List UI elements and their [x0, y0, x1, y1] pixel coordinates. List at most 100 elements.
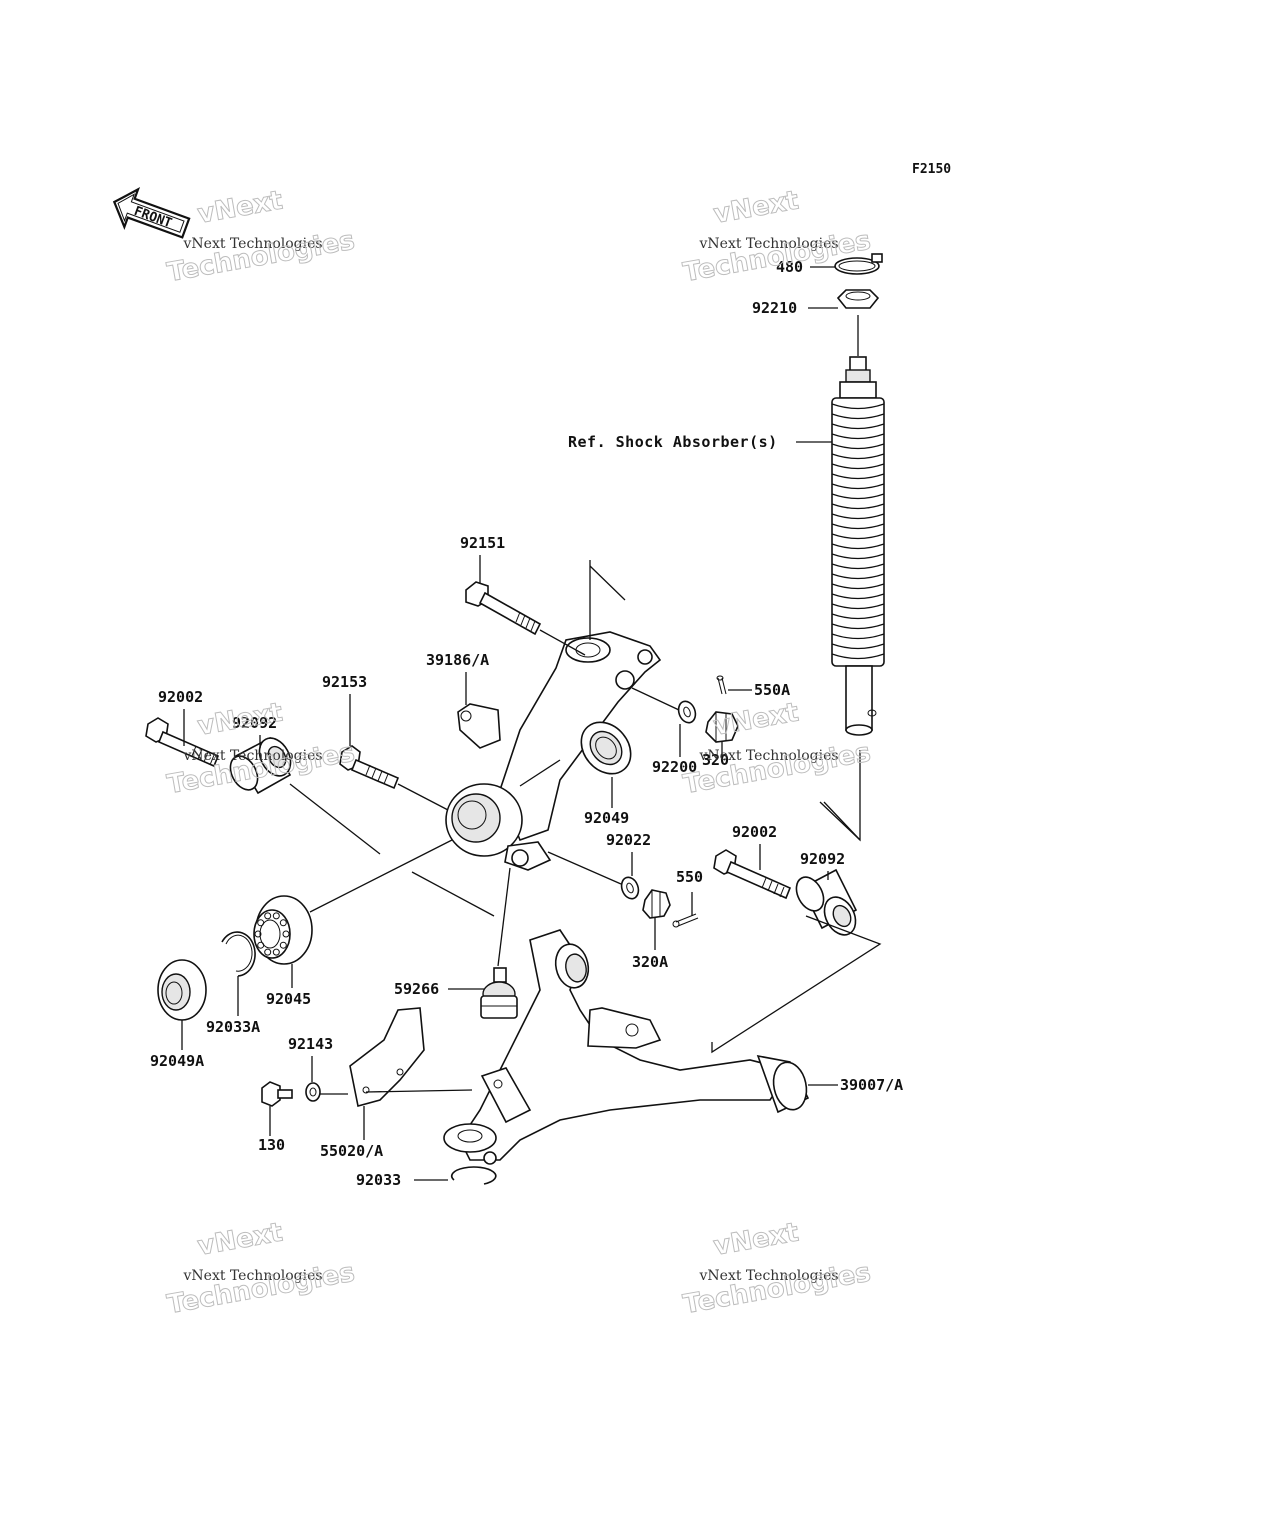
label-92092-right: 92092	[800, 850, 845, 880]
seal-92049A	[157, 959, 207, 1021]
spring-coil	[831, 573, 885, 580]
spring-coil	[831, 463, 885, 470]
bearing-ball	[257, 941, 265, 949]
svg-text:92002: 92002	[732, 823, 777, 841]
svg-text:vNext Technologies: vNext Technologies	[183, 236, 323, 252]
label-550: 550	[676, 868, 703, 886]
svg-text:55020/A: 55020/A	[320, 1142, 383, 1160]
label-92151: 92151	[460, 534, 505, 583]
bearing-ball	[254, 930, 262, 938]
bearing-92045	[253, 895, 313, 965]
label-92200: 92200	[652, 724, 697, 776]
svg-text:vNext Technologies: vNext Technologies	[699, 236, 839, 252]
spring-coil	[831, 533, 885, 540]
washer-92143	[305, 1082, 348, 1102]
spring-coil	[831, 403, 885, 410]
spring-coil	[831, 493, 885, 500]
circlip-92033	[450, 1166, 497, 1185]
spring-coil	[831, 433, 885, 440]
washer-92200	[631, 687, 697, 724]
castle-nut-320	[705, 711, 739, 758]
spring-coil	[831, 563, 885, 570]
label-39007A: 39007/A	[808, 1076, 903, 1094]
svg-text:vNext Technologies: vNext Technologies	[699, 1268, 839, 1284]
label-92033: 92033	[356, 1171, 448, 1189]
spring-coil	[831, 473, 885, 480]
spring-coil	[831, 453, 885, 460]
svg-text:Technologies: Technologies	[681, 1258, 873, 1320]
bearing-ball	[272, 912, 280, 920]
svg-text:550: 550	[676, 868, 703, 886]
spring-coil	[831, 593, 885, 600]
spring-coil	[831, 653, 885, 660]
spring-coil	[831, 513, 885, 520]
svg-text:92151: 92151	[460, 534, 505, 552]
svg-text:550A: 550A	[754, 681, 790, 699]
spring-coil	[831, 413, 885, 420]
label-92002-right: 92002	[732, 823, 777, 870]
bearing-92049	[580, 721, 632, 775]
bearing-ball	[257, 919, 265, 927]
svg-text:92200: 92200	[652, 758, 697, 776]
bolt-130	[261, 1081, 293, 1136]
cotter-pin-550	[672, 892, 699, 928]
label-92092-left: 92092	[232, 714, 277, 748]
svg-text:480: 480	[776, 258, 803, 276]
bearing-ball	[264, 948, 272, 956]
label-92143: 92143	[288, 1035, 333, 1082]
svg-text:vNext: vNext	[711, 186, 800, 230]
svg-text:Technologies: Technologies	[681, 738, 873, 800]
label-92210: 92210	[752, 299, 838, 317]
label-59266: 59266	[394, 980, 484, 998]
spring-coil	[831, 603, 885, 610]
svg-text:vNext Technologies: vNext Technologies	[183, 1268, 323, 1284]
bolt-92002-right	[713, 849, 792, 900]
svg-text:92049A: 92049A	[150, 1052, 204, 1070]
assembly-axis-lines	[289, 759, 861, 917]
bearing-ball	[264, 912, 272, 920]
svg-text:39186/A: 39186/A	[426, 651, 489, 669]
svg-text:vNext Technologies: vNext Technologies	[699, 748, 839, 764]
spring-coil	[831, 643, 885, 650]
svg-text:vNext Technologies: vNext Technologies	[183, 748, 323, 764]
svg-text:92143: 92143	[288, 1035, 333, 1053]
svg-text:92049: 92049	[584, 809, 629, 827]
castle-nut-320A	[642, 889, 671, 950]
label-ref-shock: Ref. Shock Absorber(s)	[568, 433, 832, 451]
svg-text:92092: 92092	[800, 850, 845, 868]
bearing-ball	[282, 930, 290, 938]
svg-text:130: 130	[258, 1136, 285, 1154]
spring-coil	[831, 423, 885, 430]
spring-coil	[831, 613, 885, 620]
label-92049A: 92049A	[150, 1020, 204, 1070]
label-39186A: 39186/A	[426, 651, 489, 705]
svg-text:320A: 320A	[632, 953, 668, 971]
label-92022: 92022	[606, 831, 651, 876]
spring-coil	[831, 583, 885, 590]
bushing-92092-left	[229, 736, 292, 795]
svg-text:vNext: vNext	[195, 1218, 284, 1262]
spring-coil	[831, 543, 885, 550]
bearing-ball	[279, 919, 287, 927]
label-92049: 92049	[584, 777, 629, 827]
svg-text:320: 320	[702, 751, 729, 769]
svg-text:92033A: 92033A	[206, 1018, 260, 1036]
bearing-ball	[279, 941, 287, 949]
label-320: 320	[702, 751, 729, 769]
svg-text:Technologies: Technologies	[165, 226, 357, 288]
svg-text:92045: 92045	[266, 990, 311, 1008]
label-92033A: 92033A	[206, 976, 260, 1036]
label-480: 480	[776, 258, 835, 276]
bolt-92002-left	[145, 717, 220, 768]
label-92153: 92153	[322, 673, 367, 746]
svg-text:Technologies: Technologies	[165, 1258, 357, 1320]
bolt-92151	[465, 581, 586, 656]
a-arm	[443, 915, 882, 1165]
ball-joint-59266	[480, 867, 518, 1019]
bushing-92092-right	[795, 868, 858, 936]
svg-text:59266: 59266	[394, 980, 439, 998]
svg-text:92033: 92033	[356, 1171, 401, 1189]
figure-code: F2150	[912, 162, 951, 177]
spring-coil	[831, 503, 885, 510]
